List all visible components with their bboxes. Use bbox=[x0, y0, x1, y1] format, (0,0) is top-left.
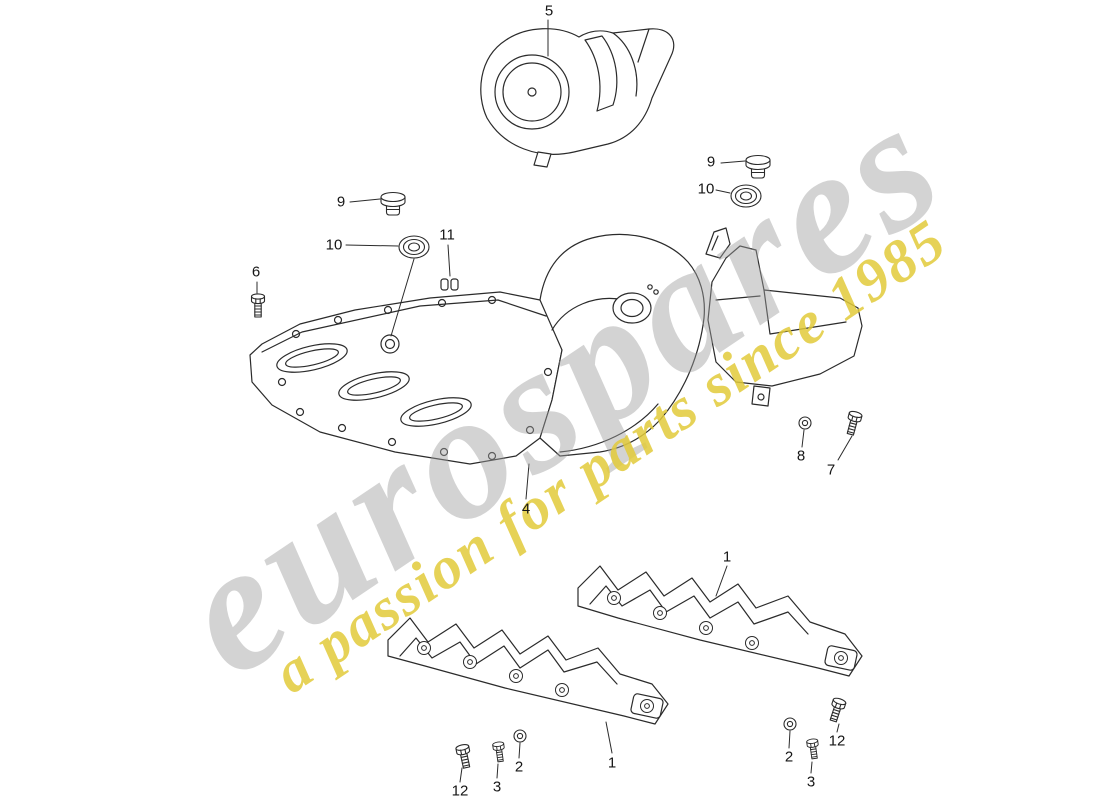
callout-6: 6 bbox=[251, 263, 261, 281]
callout-3-left: 3 bbox=[492, 778, 502, 796]
clip-11 bbox=[440, 278, 459, 291]
plug-9-left bbox=[380, 191, 406, 216]
callout-1-lower: 1 bbox=[607, 754, 617, 772]
roller bbox=[554, 682, 570, 698]
roller bbox=[416, 640, 432, 656]
speaker-housing-part bbox=[480, 28, 675, 168]
callout-12-left: 12 bbox=[451, 782, 469, 800]
callout-1-upper: 1 bbox=[722, 548, 732, 566]
screw-3-right bbox=[805, 737, 821, 760]
washer-2-right bbox=[783, 717, 797, 731]
callout-8: 8 bbox=[796, 447, 806, 465]
callout-7: 7 bbox=[826, 461, 836, 479]
callout-11: 11 bbox=[439, 226, 455, 244]
roller bbox=[606, 590, 622, 606]
washer-8 bbox=[798, 416, 812, 430]
callout-10-right: 10 bbox=[697, 180, 715, 198]
callout-2-left: 2 bbox=[514, 758, 524, 776]
roller bbox=[744, 635, 760, 651]
washer-2-left bbox=[513, 729, 527, 743]
plug-9-right bbox=[745, 154, 771, 179]
callout-2-right: 2 bbox=[784, 748, 794, 766]
callout-9-right: 9 bbox=[706, 153, 716, 171]
bolt-7 bbox=[843, 409, 864, 437]
callout-9-left: 9 bbox=[336, 193, 346, 211]
roller bbox=[639, 698, 655, 714]
bolt-12-right bbox=[826, 696, 848, 724]
screw-6 bbox=[250, 293, 266, 318]
grommet-10-left bbox=[398, 235, 430, 259]
callout-12-right: 12 bbox=[828, 732, 846, 750]
tread-plate-upper bbox=[577, 565, 863, 677]
callout-10-left: 10 bbox=[325, 236, 343, 254]
roller bbox=[652, 605, 668, 621]
roller bbox=[833, 650, 849, 666]
leader-lines bbox=[256, 19, 853, 783]
roller bbox=[462, 654, 478, 670]
screw-3-left bbox=[491, 740, 507, 763]
callout-5: 5 bbox=[544, 2, 554, 20]
callout-4: 4 bbox=[521, 500, 531, 518]
tread-plate-lower bbox=[387, 617, 669, 725]
callout-3-right: 3 bbox=[806, 773, 816, 791]
underside-cover-assembly bbox=[249, 227, 863, 465]
bolt-12-left bbox=[454, 742, 474, 770]
grommet-10-right bbox=[730, 184, 762, 208]
roller bbox=[508, 668, 524, 684]
fasteners bbox=[250, 154, 864, 770]
roller bbox=[698, 620, 714, 636]
